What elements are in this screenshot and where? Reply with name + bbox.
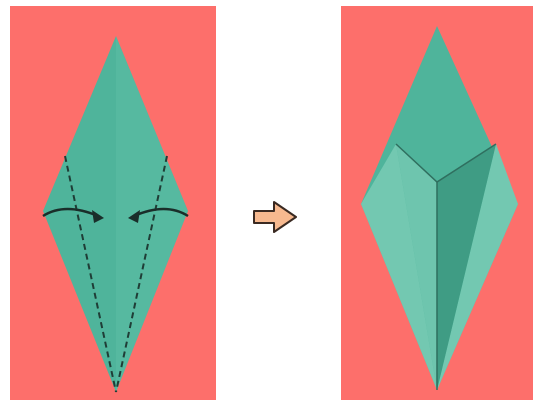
right-arrow-icon (250, 198, 300, 236)
paper-highlight (116, 36, 188, 392)
transition-arrow-shape (254, 202, 296, 232)
step-before-panel (10, 6, 216, 400)
step-after-panel (341, 6, 533, 400)
step-after-drawing (341, 6, 533, 400)
step-before-drawing (10, 6, 216, 400)
